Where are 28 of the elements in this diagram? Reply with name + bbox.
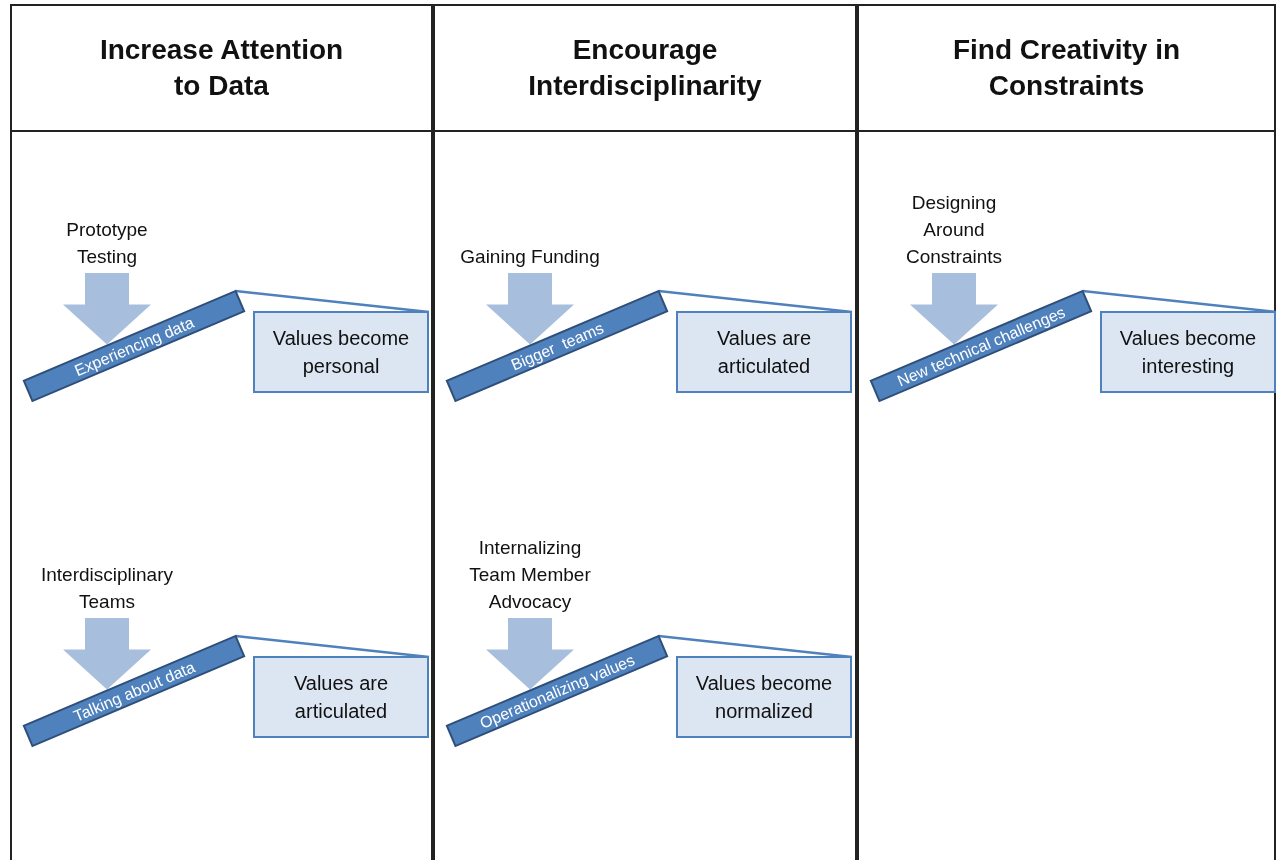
table-column xyxy=(857,4,1276,860)
connector-line xyxy=(658,289,853,314)
block-arrow xyxy=(486,273,574,345)
driver-label: Gaining Funding xyxy=(457,243,603,270)
driver-label: Designing Around Constraints xyxy=(881,189,1027,270)
column-header: Encourage Interdisciplinarity xyxy=(435,6,855,132)
driver-label: Prototype Testing xyxy=(34,216,180,270)
driver-label: Interdisciplinary Teams xyxy=(34,561,180,615)
table-column xyxy=(10,4,433,860)
value-box: Values are articulated xyxy=(676,311,852,393)
value-box: Values become personal xyxy=(253,311,429,393)
block-arrow xyxy=(63,618,151,690)
connector-line xyxy=(658,634,853,659)
value-box: Values are articulated xyxy=(253,656,429,738)
ramp-bar: Bigger teams xyxy=(445,289,669,403)
connector-line xyxy=(235,289,430,314)
table-column xyxy=(433,4,857,860)
connector-line xyxy=(1082,289,1277,314)
block-arrow xyxy=(486,618,574,690)
connector-line xyxy=(235,634,430,659)
block-arrow xyxy=(910,273,998,345)
driver-label: Internalizing Team Member Advocacy xyxy=(457,534,603,615)
value-box: Values become interesting xyxy=(1100,311,1276,393)
ramp-bar: Talking about data xyxy=(22,634,246,748)
column-header: Increase Attention to Data xyxy=(12,6,431,132)
value-box: Values become normalized xyxy=(676,656,852,738)
column-header: Find Creativity in Constraints xyxy=(859,6,1274,132)
block-arrow xyxy=(63,273,151,345)
